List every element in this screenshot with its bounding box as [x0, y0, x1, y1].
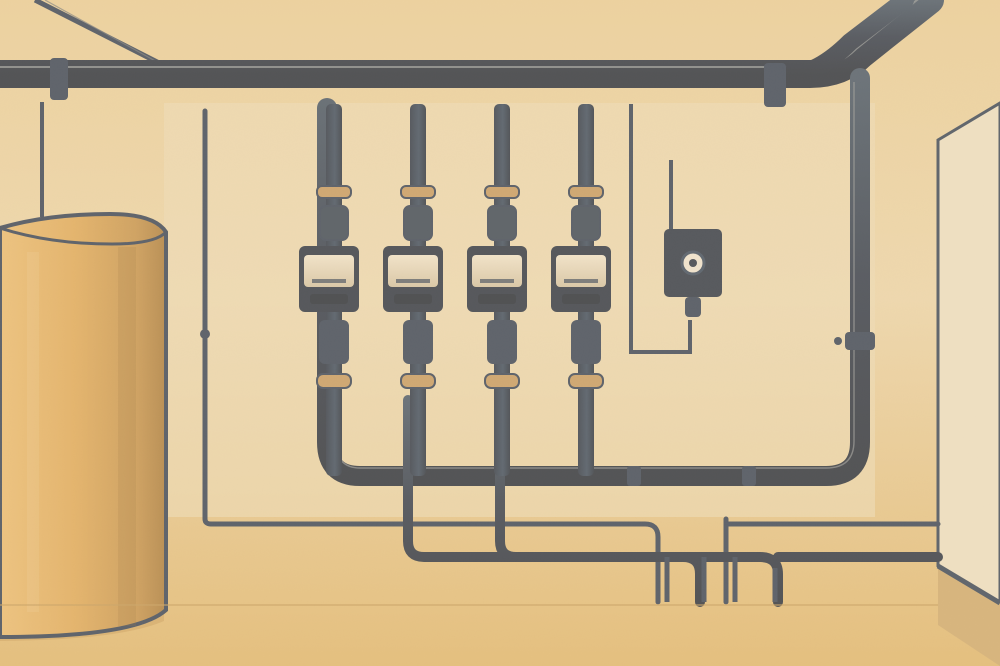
utility-room-scene	[0, 0, 1000, 666]
paper-grain-overlay	[0, 0, 1000, 666]
